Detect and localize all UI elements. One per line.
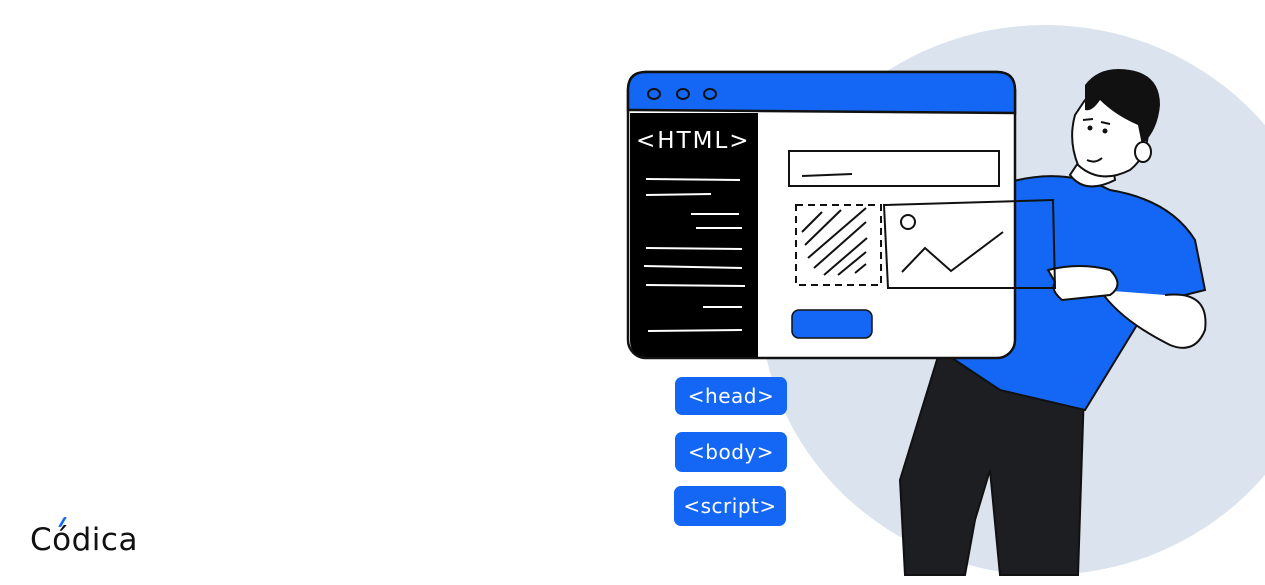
window-dots-icon bbox=[647, 88, 717, 100]
logo-text-o: ó bbox=[52, 522, 72, 558]
logo-text-suffix: dica bbox=[71, 522, 138, 558]
code-panel-title: <HTML> bbox=[636, 128, 751, 154]
address-bar bbox=[788, 150, 1000, 187]
codica-logo[interactable]: Códica bbox=[30, 522, 138, 558]
hatched-block-icon bbox=[795, 204, 882, 286]
character-pants bbox=[898, 348, 1087, 576]
character-hand bbox=[1046, 265, 1119, 302]
character-hair bbox=[1085, 69, 1160, 145]
character-arm bbox=[1099, 289, 1207, 349]
code-lines bbox=[643, 178, 746, 332]
browser-window bbox=[626, 70, 1057, 360]
browser-titlebar bbox=[626, 70, 1017, 115]
tag-head-button: <head> bbox=[675, 377, 787, 415]
character-ear bbox=[1134, 141, 1152, 163]
browser-cta-button bbox=[791, 309, 873, 339]
logo-text-c: C bbox=[30, 522, 53, 558]
tag-body-button: <body> bbox=[675, 432, 787, 472]
image-placeholder-icon bbox=[882, 198, 1057, 289]
tag-script-button: <script> bbox=[674, 486, 786, 526]
code-panel bbox=[630, 113, 758, 357]
